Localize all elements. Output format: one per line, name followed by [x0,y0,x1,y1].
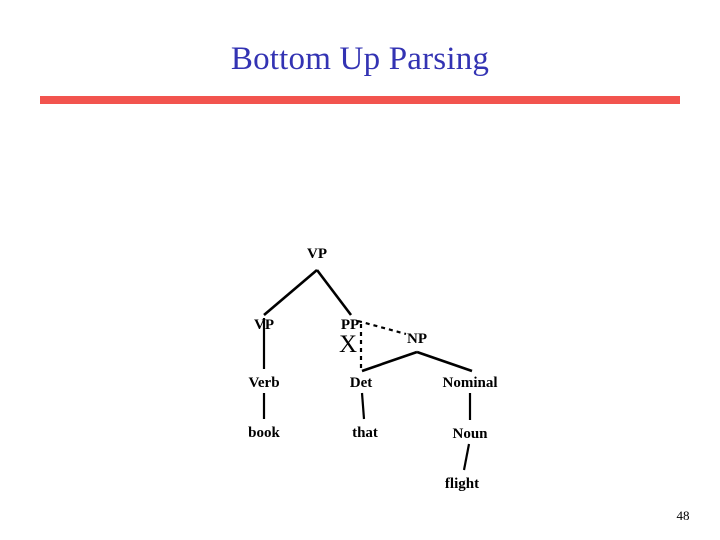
tree-node-nominal: Nominal [442,375,498,391]
tree-node-det: Det [349,375,373,391]
tree-node-np: NP [407,331,427,347]
tree-leaf-book: book [248,425,280,441]
edge-np-to-det [361,350,418,373]
page-title: Bottom Up Parsing [230,41,490,77]
edge-pp-dashed-to-np [357,319,407,336]
tree-edges [262,269,473,471]
edge-det-to-that [360,392,366,420]
tree-node-pp: PP [340,317,360,333]
tree-node-vp-root: VP [307,246,327,262]
title-divider-rule [40,96,680,104]
tree-node-noun: Noun [452,426,488,442]
edge-vp-root-to-pp [315,269,353,316]
tree-leaf-that: that [352,425,378,441]
edge-np-to-nominal [416,350,473,373]
tree-node-vp-left: VP [254,317,274,333]
edge-noun-to-flight [462,443,471,471]
page-number: 48 [676,508,690,523]
tree-node-verb: Verb [248,375,280,391]
tree-leaf-flight: flight [444,476,480,492]
rejected-x-mark: X [338,331,358,358]
edge-vp-root-to-vp-left [263,269,318,316]
